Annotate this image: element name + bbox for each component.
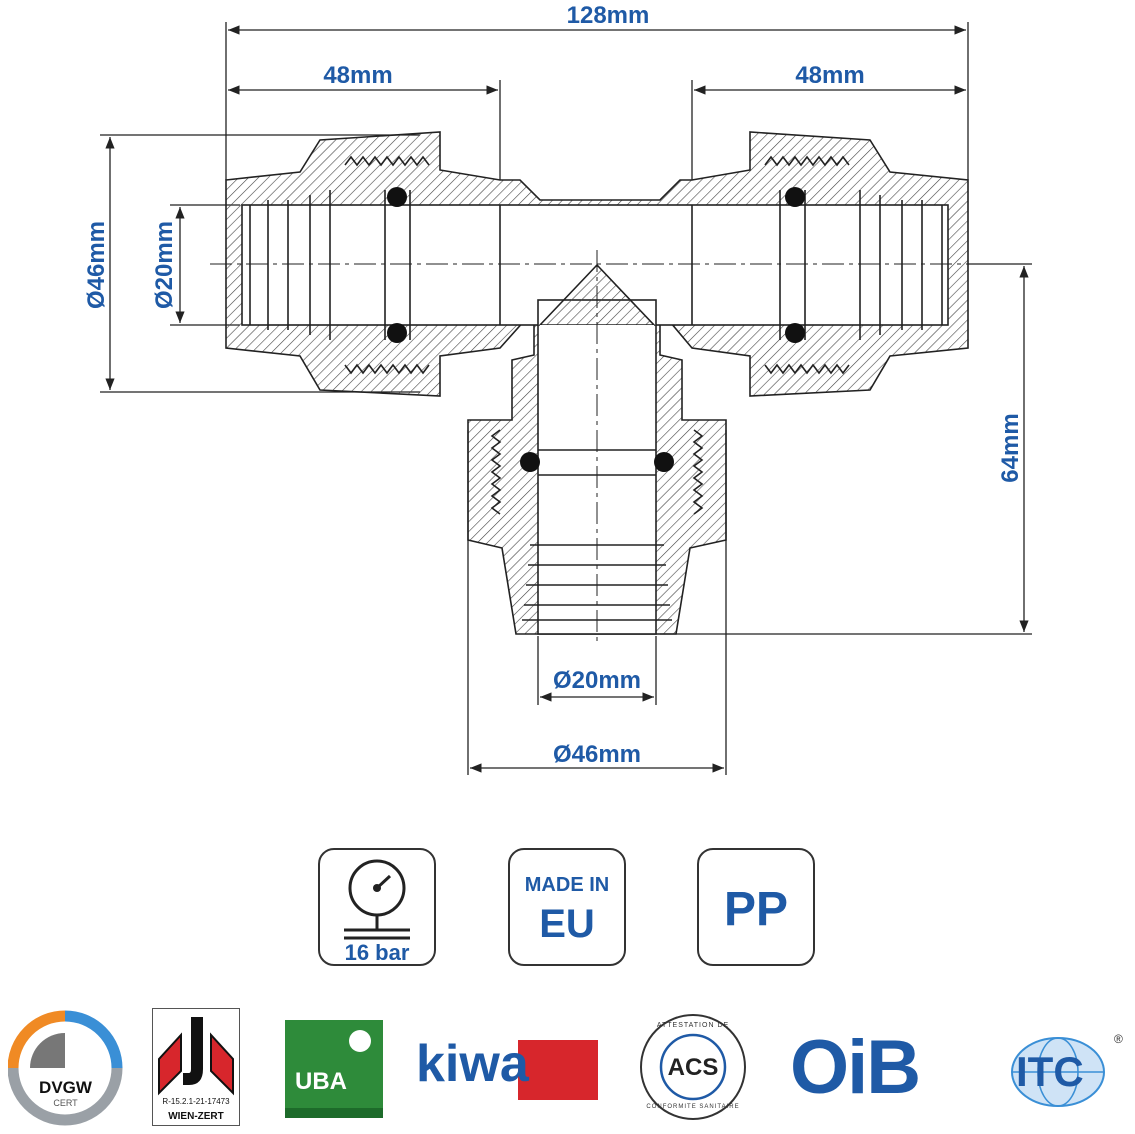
oib-name: OiB xyxy=(790,1025,921,1110)
dim-branch-inner-diameter: Ø20mm xyxy=(553,667,641,694)
wien-zert-code: R-15.2.1-21-17473 xyxy=(162,1097,230,1106)
wien-zert-logo: R-15.2.1-21-17473 WIEN-ZERT xyxy=(152,1008,240,1126)
centre-lines xyxy=(210,250,985,645)
acs-name: ACS xyxy=(667,1054,719,1081)
dim-branch-outer-diameter: Ø46mm xyxy=(553,741,641,768)
dvgw-sub: CERT xyxy=(53,1098,78,1108)
o-rings xyxy=(387,187,805,472)
itc-logo: ITC ® xyxy=(1008,1032,1128,1112)
acs-top-text: ATTESTATION DE xyxy=(656,1022,730,1029)
kiwa-badge-icon xyxy=(518,1040,598,1100)
dvgw-name: DVGW xyxy=(39,1078,92,1097)
material-label: PP xyxy=(723,883,789,936)
uba-logo: UBA xyxy=(285,1020,383,1118)
dim-branch-height: 64mm xyxy=(997,413,1024,482)
eu-label: EU xyxy=(539,902,595,946)
dvgw-logo: DVGW CERT xyxy=(7,1008,123,1126)
pressure-badge: 16 bar xyxy=(318,848,436,966)
wien-zert-name: WIEN-ZERT xyxy=(168,1111,224,1122)
kiwa-name: kiwa xyxy=(416,1035,529,1093)
itc-name: ITC xyxy=(1016,1048,1084,1095)
uba-mark-icon xyxy=(349,1030,371,1052)
made-in-eu-badge: MADE IN EU xyxy=(508,848,626,966)
dim-left-half: 48mm xyxy=(323,62,392,89)
acs-bottom-text: CONFORMITE SANITAIRE xyxy=(646,1104,740,1110)
itc-registered-mark: ® xyxy=(1114,1032,1123,1046)
acs-logo: ATTESTATION DE ACS CONFORMITE SANITAIRE xyxy=(638,1012,748,1122)
dim-overall-length: 128mm xyxy=(567,2,650,29)
uba-name: UBA xyxy=(295,1068,347,1095)
pressure-label: 16 bar xyxy=(344,940,410,965)
oib-logo: OiB xyxy=(790,1025,955,1110)
made-in-label: MADE IN xyxy=(524,874,610,896)
dim-right-half: 48mm xyxy=(795,62,864,89)
dim-inner-diameter-side: Ø20mm xyxy=(151,221,178,309)
material-badge: PP xyxy=(697,848,815,966)
kiwa-logo: kiwa xyxy=(416,1030,598,1102)
pressure-gauge-icon xyxy=(344,859,410,940)
dim-outer-diameter-side: Ø46mm xyxy=(83,221,110,309)
